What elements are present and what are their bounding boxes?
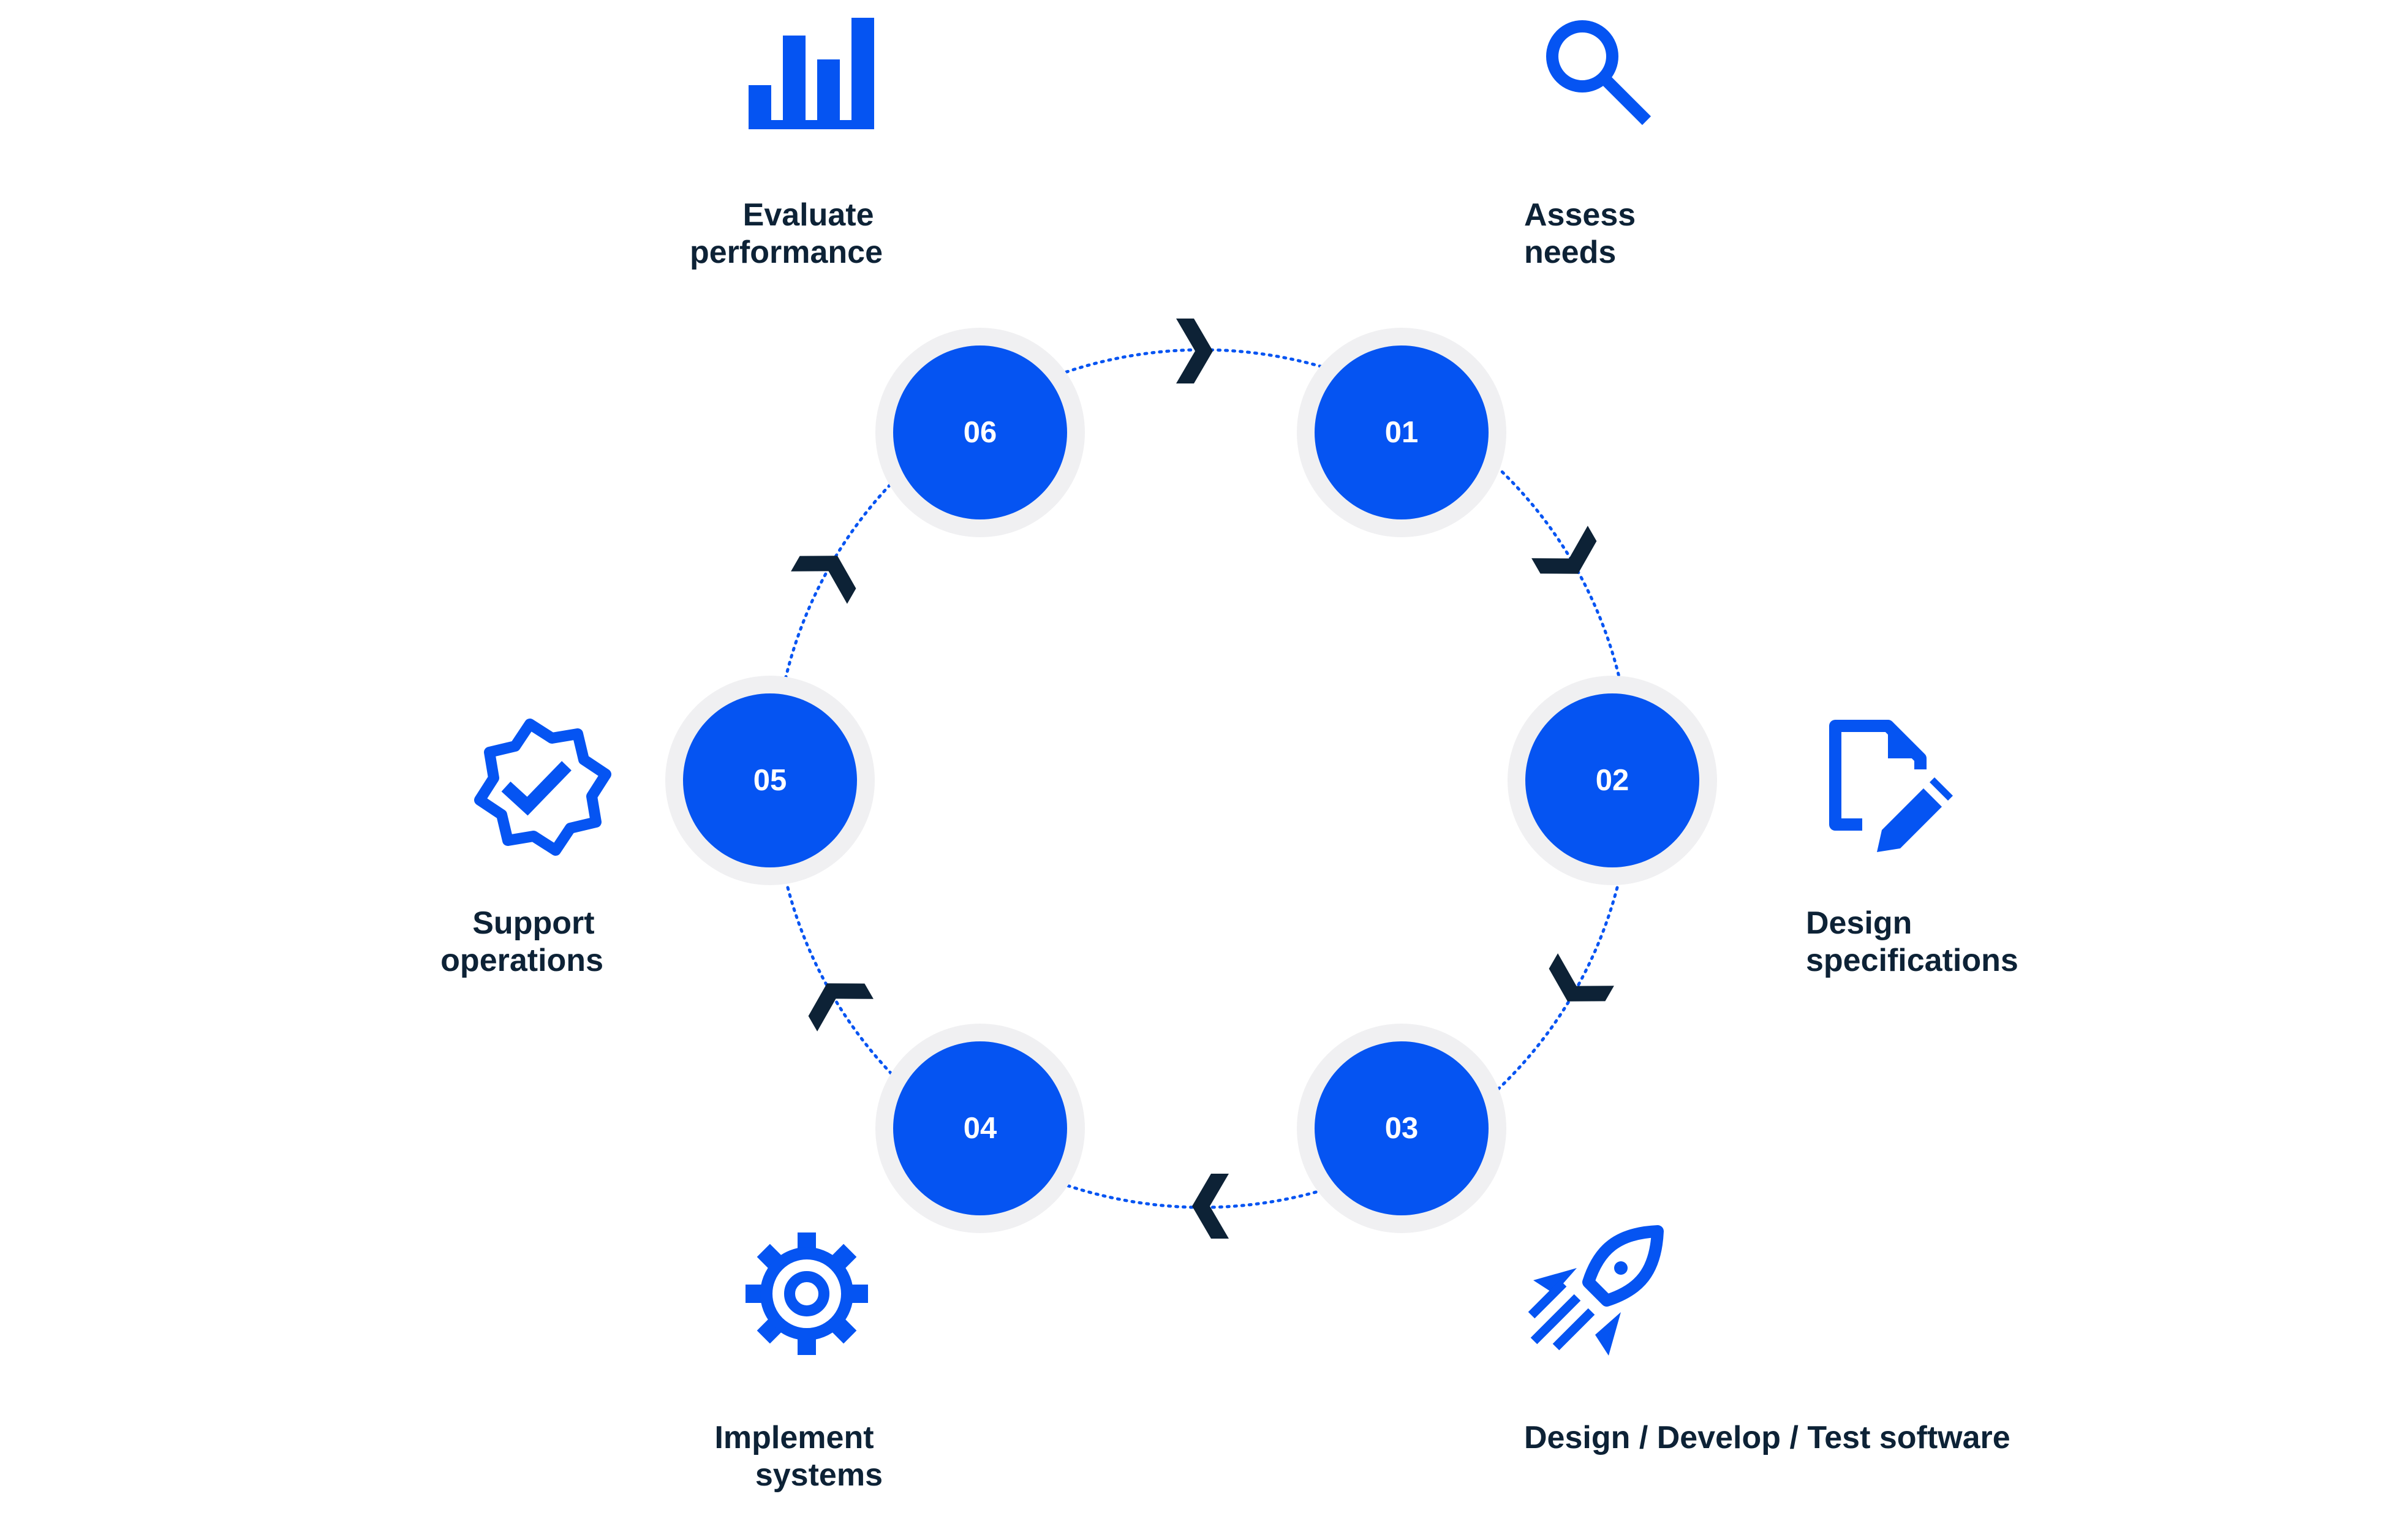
- label-line: Implement: [714, 1420, 874, 1455]
- label-line: Design / Develop / Test software: [1524, 1420, 2010, 1455]
- step-node-01: 01: [1297, 328, 1506, 537]
- label-line: needs: [1524, 235, 1616, 270]
- step-number: 02: [1596, 764, 1629, 797]
- label-line: specifications: [1806, 943, 2018, 978]
- arrow-04-to-05: [808, 983, 874, 1032]
- step-node-circle: [1315, 345, 1489, 519]
- step-number: 03: [1385, 1112, 1419, 1145]
- label-line: performance: [690, 235, 883, 270]
- step-number: 01: [1385, 416, 1419, 449]
- step-label-03: Design / Develop / Test software: [1524, 1420, 2010, 1455]
- step-node-circle: [893, 1041, 1067, 1215]
- step-label-02: Design specifications: [1806, 905, 2018, 978]
- gear-icon: [746, 1232, 868, 1355]
- step-node-03: 03: [1297, 1024, 1506, 1233]
- label-line: Evaluate: [743, 197, 874, 233]
- step-node-05: 05: [665, 676, 875, 885]
- arrow-06-to-01: [1176, 319, 1213, 383]
- rocket-icon: [1528, 1225, 1664, 1356]
- step-label-06: Evaluate performance: [690, 197, 883, 270]
- label-line: operations: [440, 943, 603, 978]
- label-line: Assess: [1524, 197, 1636, 233]
- step-node-06: 06: [875, 328, 1085, 537]
- search-icon: [1546, 20, 1651, 126]
- step-number: 05: [753, 764, 787, 797]
- step-label-01: Assess needs: [1524, 197, 1645, 270]
- step-node-04: 04: [875, 1024, 1085, 1233]
- step-node-circle: [1525, 693, 1699, 867]
- cycle-arrows: [791, 319, 1614, 1239]
- step-node-02: 02: [1508, 676, 1717, 885]
- label-line: Support: [472, 905, 594, 941]
- step-node-circle: [683, 693, 857, 867]
- step-number: 04: [964, 1112, 997, 1145]
- verified-badge-icon: [474, 719, 611, 856]
- step-label-04: Implement systems: [714, 1420, 883, 1493]
- step-number: 06: [964, 416, 997, 449]
- bar-chart-icon: [749, 18, 874, 129]
- step-label-05: Support operations: [440, 905, 603, 978]
- arrow-01-to-02: [1531, 526, 1597, 574]
- label-line: systems: [755, 1457, 883, 1493]
- edit-document-icon: [1829, 720, 1953, 852]
- step-node-circle: [1315, 1041, 1489, 1215]
- label-line: Design: [1806, 905, 1912, 941]
- arrow-03-to-04: [1192, 1174, 1229, 1239]
- step-node-circle: [893, 345, 1067, 519]
- arrow-05-to-06: [791, 556, 856, 604]
- arrow-02-to-03: [1549, 953, 1614, 1002]
